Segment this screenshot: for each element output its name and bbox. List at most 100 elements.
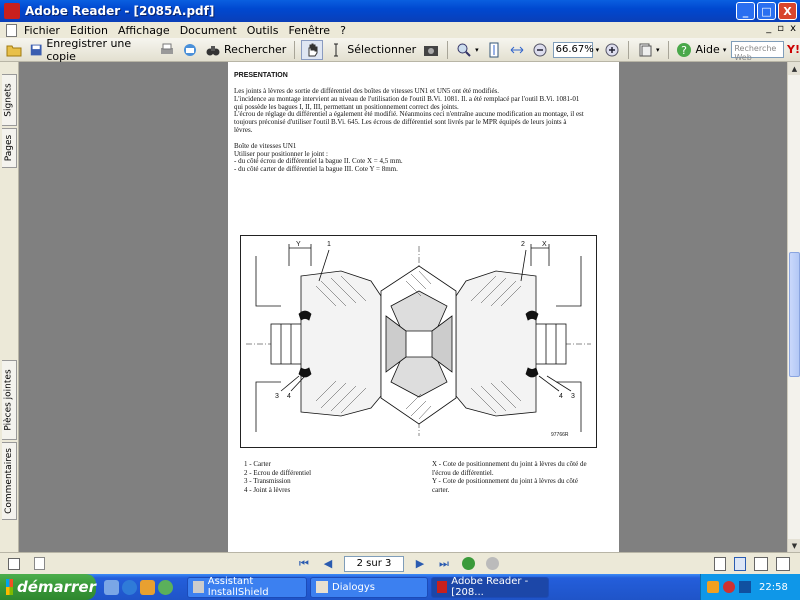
search-button[interactable]: Rechercher (203, 40, 288, 60)
title-bar: Adobe Reader - [2085A.pdf] _ □ X (0, 0, 800, 22)
document-status-icon[interactable] (34, 557, 45, 570)
task-label: Dialogys (332, 581, 375, 593)
help-label: Aide (695, 43, 720, 56)
save-copy-button[interactable]: Enregistrer une copie (27, 37, 154, 63)
snapshot-button[interactable] (421, 40, 441, 60)
messenger-icon[interactable] (158, 579, 173, 595)
label-3-right: 3 (571, 393, 575, 400)
internet-explorer-icon[interactable] (122, 579, 137, 595)
open-button[interactable] (4, 40, 24, 60)
hand-icon (308, 43, 318, 56)
scroll-up-icon[interactable]: ▲ (788, 62, 800, 75)
maximize-button[interactable]: □ (757, 2, 776, 20)
menu-affichage[interactable]: Affichage (118, 23, 170, 37)
tab-commentaires-label: Commentaires (4, 448, 14, 514)
separator (294, 40, 296, 59)
task-installshield[interactable]: Assistant InstallShield (187, 576, 307, 598)
doc-close-button[interactable]: x (790, 23, 796, 34)
minus-circle-icon (533, 43, 547, 56)
tab-pages[interactable]: Pages (2, 128, 17, 168)
start-button[interactable]: démarrer (0, 574, 96, 600)
menu-bar: Fichier Edition Affichage Document Outil… (0, 22, 800, 38)
vertical-scrollbar[interactable]: ▲ ▼ (787, 62, 800, 552)
separator (628, 40, 630, 59)
first-page-button[interactable]: ⏮ (299, 556, 309, 570)
legend-right: X - Cote de positionnement du joint à lè… (432, 460, 592, 494)
tab-pieces-jointes[interactable]: Pièces jointes (2, 360, 17, 440)
legend-item: Y - Cote de positionnement du joint à lè… (432, 477, 578, 494)
fit-page-button[interactable] (484, 40, 504, 60)
task-adobe-reader[interactable]: Adobe Reader - [208... (431, 576, 549, 598)
single-page-icon[interactable] (714, 556, 726, 571)
menu-document[interactable]: Document (179, 23, 237, 37)
zoom-level-input[interactable]: 66.67% (552, 41, 594, 58)
previous-page-button[interactable]: ◀ (323, 557, 333, 570)
chevron-down-icon: ▾ (475, 45, 479, 54)
email-button[interactable] (180, 40, 200, 60)
differential-drawing: Y 1 2 X 3 4 4 3 97766R (246, 241, 591, 438)
doc-minimize-button[interactable]: _ (766, 23, 772, 34)
start-label: démarrer (16, 578, 96, 596)
select-tool-button[interactable]: Sélectionner (326, 40, 418, 60)
zoom-out-button[interactable] (530, 40, 550, 60)
continuous-facing-icon[interactable] (754, 556, 768, 571)
text-cursor-icon (334, 43, 339, 56)
last-page-button[interactable]: ⏭ (439, 556, 449, 570)
tab-signets[interactable]: Signets (2, 74, 17, 126)
chevron-down-icon: ▾ (722, 45, 727, 54)
menu-fenetre[interactable]: Fenêtre (288, 23, 331, 37)
next-page-button[interactable]: ▶ (415, 557, 425, 570)
chevron-down-icon: ▾ (656, 45, 660, 54)
facing-page-icon[interactable] (776, 556, 790, 571)
label-4-left: 4 (287, 393, 291, 400)
pages-icon (639, 43, 652, 56)
minimize-button[interactable]: _ (736, 2, 755, 20)
dialogys-icon (316, 581, 328, 593)
hand-tool-button[interactable] (301, 39, 324, 60)
scroll-down-icon[interactable]: ▼ (788, 539, 800, 552)
menu-edition[interactable]: Edition (69, 23, 109, 37)
go-forward-button[interactable] (484, 556, 500, 572)
paragraph: L'écrou de réglage du différentiel a éga… (234, 110, 584, 134)
document-viewport[interactable]: PRESENTATION Les joints à lèvres de sort… (19, 62, 787, 552)
paragraph: Utiliser pour positionner le joint : (234, 149, 328, 158)
close-button[interactable]: X (778, 2, 797, 20)
continuous-page-icon[interactable] (734, 556, 746, 571)
clock[interactable]: 22:58 (759, 581, 788, 593)
tab-commentaires[interactable]: Commentaires (2, 442, 17, 520)
status-bar: ⏮ ◀ 2 sur 3 ▶ ⏭ (0, 552, 800, 574)
menu-help[interactable]: ? (340, 23, 346, 37)
help-button[interactable]: ? Aide ▾ (674, 40, 728, 60)
list-item: - du côté carter de différentiel la bagu… (234, 165, 398, 174)
legend-item: 3 - Transmission (244, 477, 291, 485)
task-dialogys[interactable]: Dialogys (310, 576, 428, 598)
network-icon[interactable] (707, 581, 719, 593)
shield-icon[interactable] (723, 581, 735, 593)
label-x: X (542, 241, 547, 248)
email-icon (184, 43, 197, 56)
media-icon[interactable] (140, 579, 155, 595)
fit-width-button[interactable] (507, 40, 527, 60)
go-back-button[interactable] (460, 556, 476, 572)
svg-text:?: ? (682, 44, 688, 57)
doc-restore-button[interactable]: ▫ (777, 23, 785, 34)
yahoo-icon[interactable]: Y! (787, 43, 800, 56)
zoom-in-icon (457, 43, 471, 57)
panel-toggle-icon[interactable] (8, 557, 20, 570)
web-search-input[interactable]: Recherche Web (731, 41, 785, 62)
zoom-tool-button[interactable]: ▾ (454, 40, 481, 60)
language-icon[interactable] (739, 581, 751, 593)
zoom-dropdown-icon[interactable]: ▾ (595, 45, 600, 54)
settings-icon[interactable] (104, 579, 119, 595)
scroll-thumb[interactable] (789, 252, 800, 377)
differential-diagram: Y 1 2 X 3 4 4 3 97766R (240, 235, 597, 448)
windows-logo-icon (6, 579, 13, 595)
menu-fichier[interactable]: Fichier (24, 23, 60, 37)
zoom-in-button[interactable] (602, 40, 622, 60)
task-label: Adobe Reader - [208... (451, 576, 529, 598)
menu-outils[interactable]: Outils (246, 23, 279, 37)
print-button[interactable] (157, 40, 177, 60)
label-3-left: 3 (275, 393, 279, 400)
page-number-input[interactable]: 2 sur 3 (344, 555, 404, 572)
rotate-button[interactable]: ▾ (635, 40, 662, 60)
